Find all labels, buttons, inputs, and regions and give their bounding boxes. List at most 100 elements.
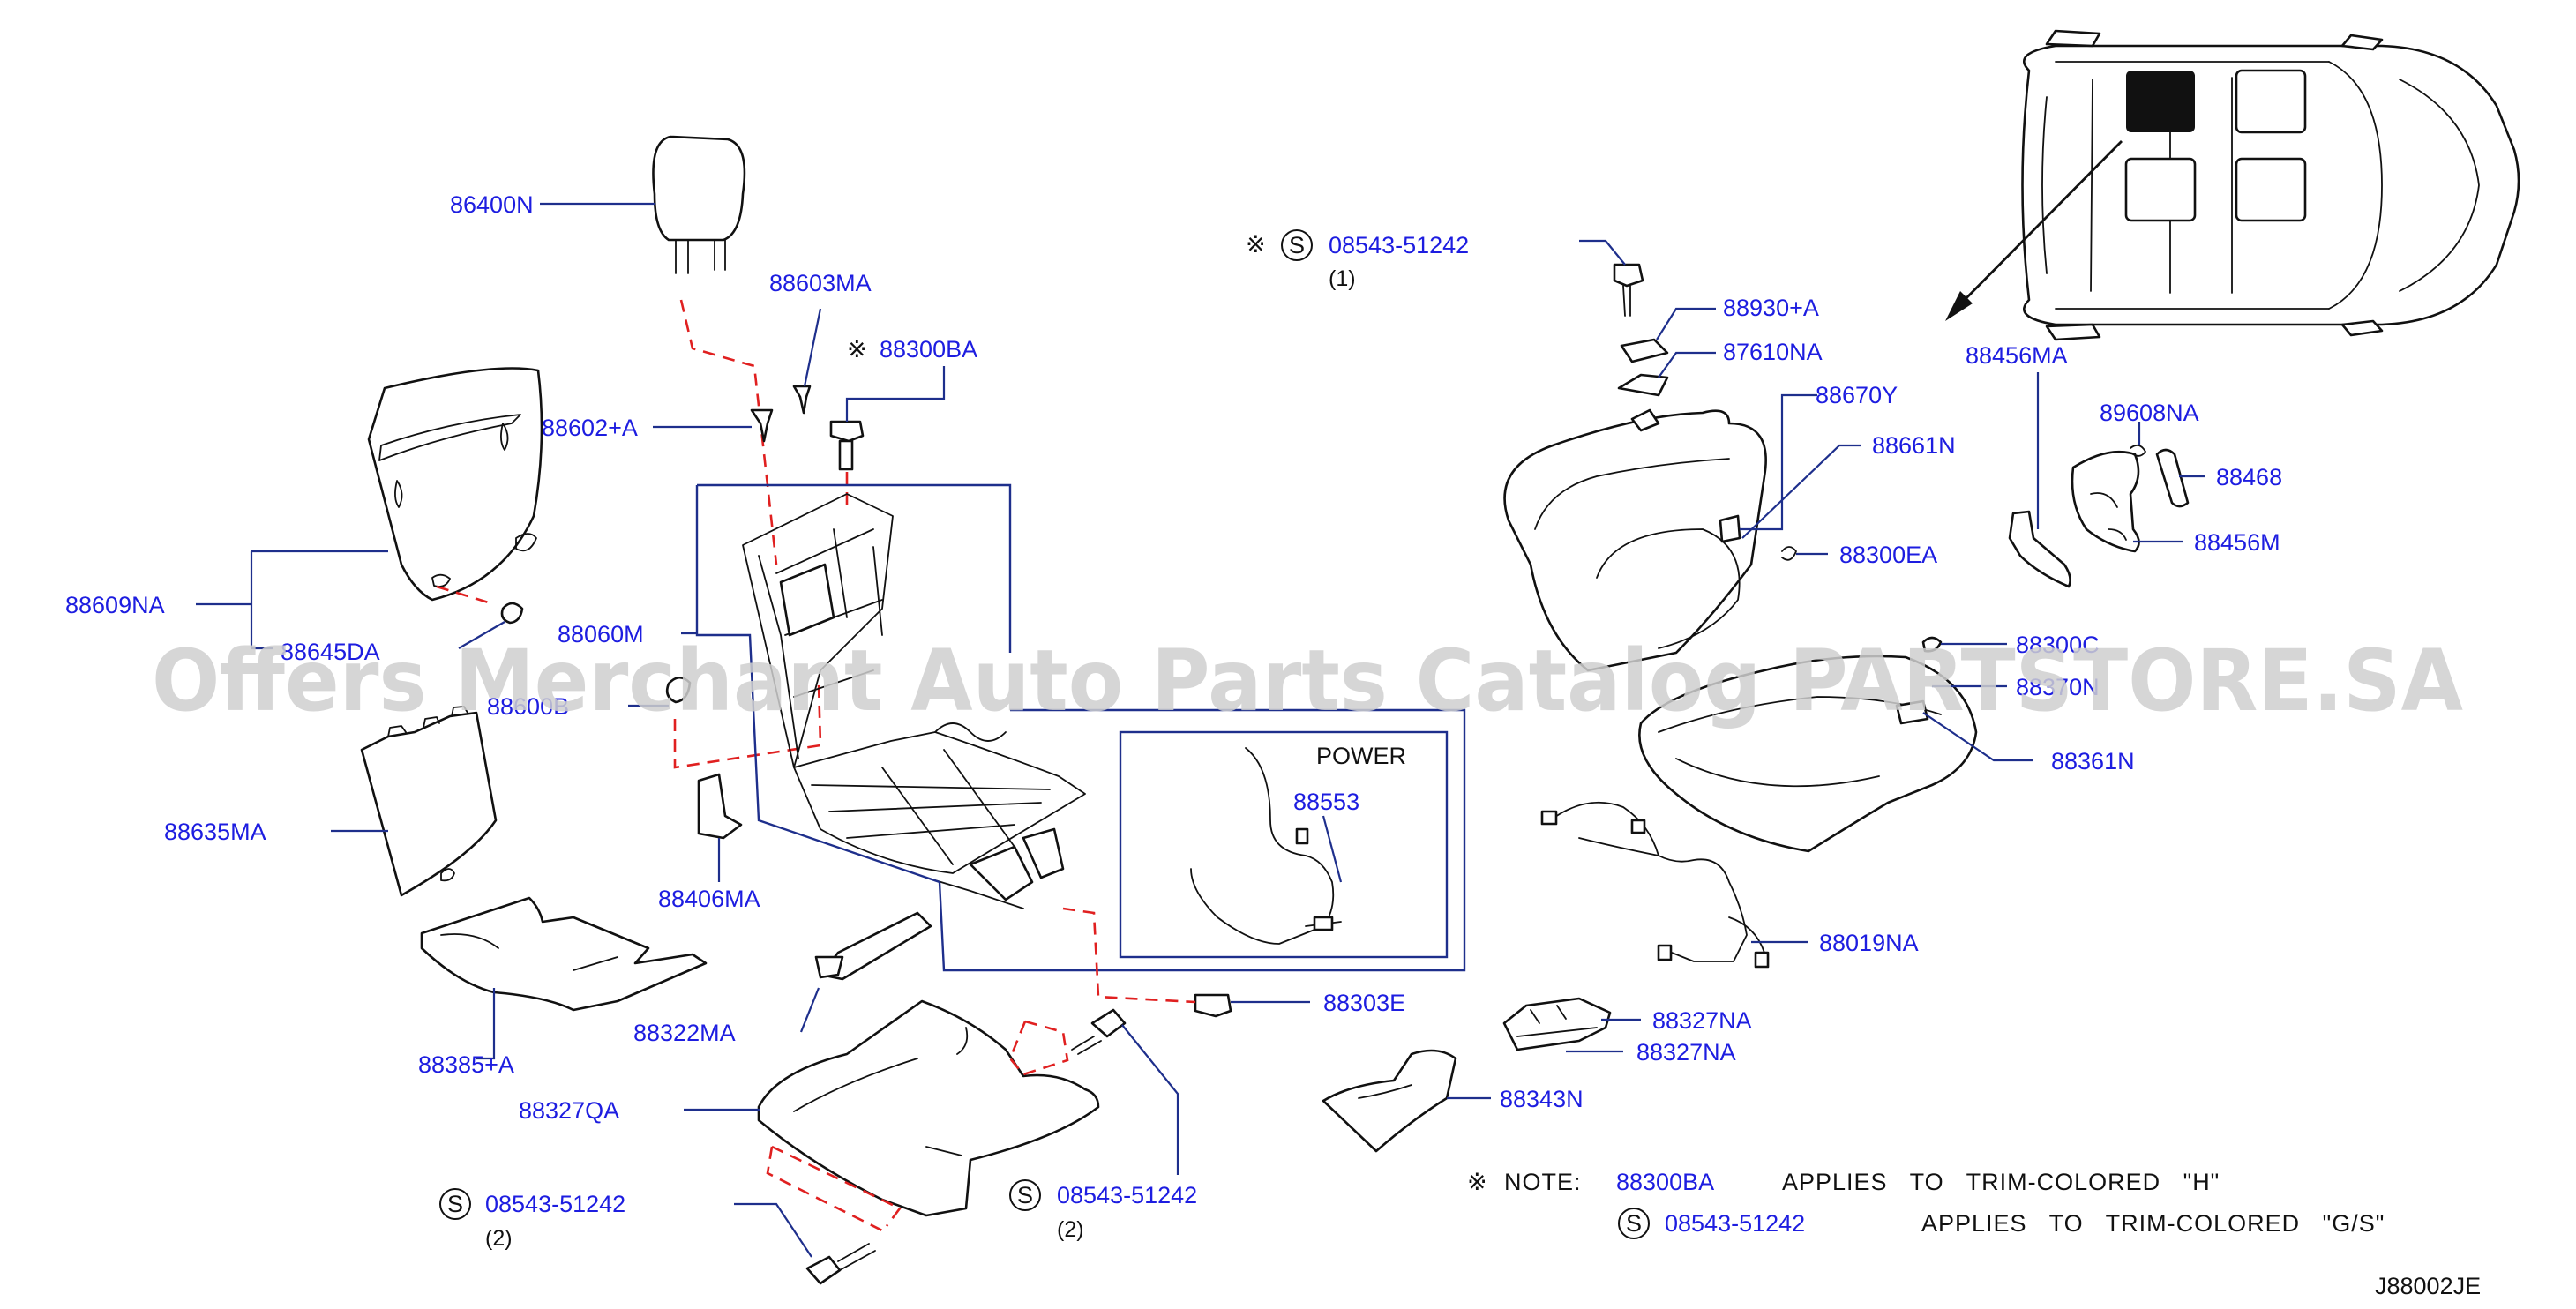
leader-88322MA xyxy=(799,987,820,1033)
label-88603MA[interactable]: 88603MA xyxy=(769,270,872,296)
label-88406MA[interactable]: 88406MA xyxy=(658,886,760,912)
clip-88930A xyxy=(1620,338,1669,363)
seat-frame xyxy=(742,493,1086,909)
qty-08543-mid: (2) xyxy=(1057,1217,1084,1242)
screw-symbol-left-letter: S xyxy=(447,1191,463,1217)
label-88327NA-b[interactable]: 88327NA xyxy=(1636,1039,1736,1066)
clip-88602A xyxy=(750,408,774,443)
clip-88603MA xyxy=(792,385,812,415)
note-line1-part[interactable]: 88300BA xyxy=(1616,1169,1714,1195)
label-88385A[interactable]: 88385+A xyxy=(418,1051,514,1078)
leader-screw-top xyxy=(1579,239,1626,266)
highlighted-seat-marker xyxy=(2126,71,2195,132)
label-88468[interactable]: 88468 xyxy=(2216,464,2282,490)
label-88600B[interactable]: 88600B xyxy=(487,693,569,720)
label-88609NA[interactable]: 88609NA xyxy=(65,592,165,618)
trim-88385A xyxy=(420,896,708,1012)
label-88930A[interactable]: 88930+A xyxy=(1723,295,1819,321)
label-88661N[interactable]: 88661N xyxy=(1872,432,1956,459)
label-88343N[interactable]: 88343N xyxy=(1500,1086,1584,1112)
vehicle-top-view xyxy=(1945,29,2520,341)
note-screw-symbol xyxy=(1618,1208,1650,1239)
label-88670Y[interactable]: 88670Y xyxy=(1816,382,1898,408)
label-88322MA[interactable]: 88322MA xyxy=(633,1020,736,1046)
back-panel-88635MA xyxy=(360,706,498,897)
dash-88327QA-bottom xyxy=(766,1145,902,1232)
bolt-88300BA xyxy=(829,420,865,471)
leader-88670Y xyxy=(1740,393,1817,531)
label-88361N[interactable]: 88361N xyxy=(2051,748,2135,774)
qty-08543-top: (1) xyxy=(1329,266,1356,291)
power-harness-box xyxy=(1119,730,1449,959)
label-87610NA[interactable]: 87610NA xyxy=(1723,339,1823,365)
power-harness xyxy=(1190,747,1342,945)
label-88645DA[interactable]: 88645DA xyxy=(281,639,380,665)
note-line2-text: APPLIES TO TRIM-COLORED "G/S" xyxy=(1921,1210,2385,1237)
dash-88303E xyxy=(1062,907,1196,1004)
label-88456MA[interactable]: 88456MA xyxy=(1966,342,2068,369)
note-screw-symbol-letter: S xyxy=(1626,1210,1642,1237)
screw-symbol-top xyxy=(1281,229,1313,261)
label-88327NA-a[interactable]: 88327NA xyxy=(1652,1007,1752,1034)
dash-88327QA-top xyxy=(1008,1020,1069,1076)
cover-87610NA xyxy=(1617,373,1669,397)
label-08543-top[interactable]: 08543-51242 xyxy=(1329,232,1469,258)
leader-88300BA xyxy=(845,366,946,422)
label-88300C[interactable]: 88300C xyxy=(2016,632,2100,658)
leader-88385A xyxy=(476,988,496,1060)
screw-left xyxy=(805,1243,876,1285)
seat-assembly-right xyxy=(1503,408,1978,853)
label-89608NA[interactable]: 89608NA xyxy=(2100,400,2199,426)
label-88019NA[interactable]: 88019NA xyxy=(1819,930,1919,956)
cover-88322MA xyxy=(814,911,932,981)
hinge-covers xyxy=(2008,444,2190,588)
clip-88600B xyxy=(665,676,692,704)
dash-headrest xyxy=(679,299,778,565)
label-88327QA[interactable]: 88327QA xyxy=(519,1097,619,1124)
label-88060M[interactable]: 88060M xyxy=(558,621,644,647)
label-08543-left[interactable]: 08543-51242 xyxy=(485,1191,625,1217)
note-line1-text: APPLIES TO TRIM-COLORED "H" xyxy=(1782,1169,2220,1195)
label-88370N[interactable]: 88370N xyxy=(2016,674,2100,700)
label-88635MA[interactable]: 88635MA xyxy=(164,819,266,845)
frame-group-box xyxy=(695,483,1466,972)
label-88300EA[interactable]: 88300EA xyxy=(1839,542,1937,568)
note-mark-88300BA: ※ xyxy=(847,336,867,363)
leader-88661N xyxy=(1741,444,1861,539)
label-88300BA[interactable]: 88300BA xyxy=(880,336,977,363)
watermark: Offers Merchant Auto Parts Catalog PARTS… xyxy=(152,632,2463,730)
dash-88645DA xyxy=(436,585,495,606)
note-line2-part[interactable]: 08543-51242 xyxy=(1665,1210,1805,1237)
bolt-88303E xyxy=(1194,993,1232,1018)
screw-symbol-mid-letter: S xyxy=(1017,1182,1033,1208)
leader-88603MA xyxy=(803,308,822,387)
bracket-88406MA xyxy=(697,773,743,840)
cover-88343N xyxy=(1322,1049,1457,1153)
clip-88645DA xyxy=(500,602,524,625)
screw-top xyxy=(1613,263,1644,317)
leader-87610NA xyxy=(1658,351,1716,378)
note-prefix: NOTE: xyxy=(1504,1169,1582,1195)
leader-88361N xyxy=(1922,712,2033,762)
leader-screw-left xyxy=(734,1202,812,1258)
leader-88553 xyxy=(1322,815,1343,883)
leader-88609NA xyxy=(196,550,388,650)
screw-symbol-left xyxy=(439,1188,471,1220)
label-88303E[interactable]: 88303E xyxy=(1323,990,1405,1016)
label-08543-mid[interactable]: 08543-51242 xyxy=(1057,1182,1197,1208)
headrest xyxy=(652,135,746,274)
label-88553[interactable]: 88553 xyxy=(1293,789,1359,815)
note-mark: ※ xyxy=(1467,1169,1487,1195)
label-88456M[interactable]: 88456M xyxy=(2194,529,2280,556)
label-86400N[interactable]: 86400N xyxy=(450,191,534,218)
qty-08543-left: (2) xyxy=(485,1226,513,1251)
leader-88930A xyxy=(1656,307,1716,340)
diagram-code: J88002JE xyxy=(2375,1273,2481,1299)
screw-mid xyxy=(1071,1008,1127,1055)
label-88602A[interactable]: 88602+A xyxy=(542,415,638,441)
dash-88600B xyxy=(673,683,822,769)
harness-88019NA xyxy=(1540,801,1770,969)
seatback-board xyxy=(367,367,543,602)
leader-screw-mid xyxy=(1121,1024,1179,1175)
